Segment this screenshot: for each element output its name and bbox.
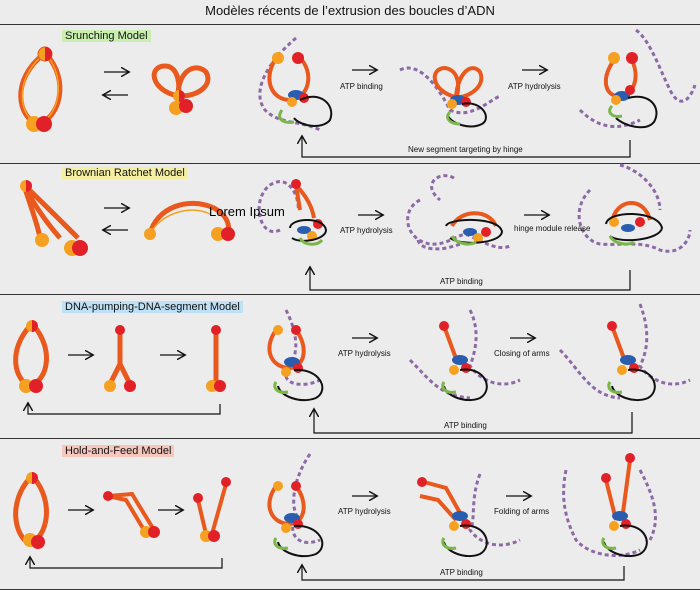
srunching-state-3 <box>578 28 697 129</box>
pumping-arrows <box>28 355 221 415</box>
model-title-srunching: Srunching Model <box>62 30 151 42</box>
reversible-arrows-2 <box>104 208 128 230</box>
step-label-2a: ATP hydrolysis <box>340 226 393 235</box>
overlay-text: Lorem Ipsum <box>209 204 285 219</box>
hold-state-1 <box>267 453 324 558</box>
brownian-open <box>20 180 88 256</box>
bottom-label-1: New segment targeting by hinge <box>408 145 523 154</box>
step-label-1a: ATP binding <box>340 82 383 91</box>
bottom-label-3: ATP binding <box>444 421 487 430</box>
model-title-dna-pumping: DNA-pumping-DNA-segment Model <box>62 301 243 313</box>
step-label-1b: ATP hydrolysis <box>508 82 561 91</box>
panel-dna-pumping <box>0 294 700 439</box>
pumping-state-1 <box>267 309 324 402</box>
brownian-bent <box>144 200 235 241</box>
step-label-3a: ATP hydrolysis <box>338 349 391 358</box>
srunching-state-2 <box>399 65 501 128</box>
page-title: Modèles récents de l’extrusion des boucl… <box>205 3 495 18</box>
pumping-state-3 <box>558 303 691 402</box>
pumping-ring <box>13 320 49 393</box>
brownian-state-2 <box>406 174 511 251</box>
hold-arrows <box>30 510 223 569</box>
srunching-folded <box>151 63 211 115</box>
panel-srunching <box>0 24 700 165</box>
srunching-ring <box>18 46 63 132</box>
step-arrows-2 <box>310 215 631 291</box>
srunching-state-1 <box>258 36 333 132</box>
step-label-2b: hinge module release <box>514 224 591 233</box>
pumping-rod <box>206 325 226 392</box>
step-arrows-1 <box>302 70 631 158</box>
model-title-brownian: Brownian Ratchet Model <box>62 167 188 179</box>
step-arrows-4 <box>302 496 625 581</box>
brownian-state-3 <box>577 163 692 253</box>
step-label-4a: ATP hydrolysis <box>338 507 391 516</box>
hold-state-3 <box>562 453 657 558</box>
step-label-3b: Closing of arms <box>494 349 550 358</box>
step-arrows-3 <box>314 338 633 434</box>
bottom-label-4: ATP binding <box>440 568 483 577</box>
bottom-label-2: ATP binding <box>440 277 483 286</box>
pumping-y <box>104 325 136 392</box>
panel-brownian <box>0 163 700 295</box>
hold-state-2 <box>417 473 521 558</box>
step-label-4b: Folding of arms <box>494 507 549 516</box>
brownian-state-1 <box>257 179 328 246</box>
hold-bent <box>103 491 160 538</box>
hold-v <box>193 477 231 542</box>
hold-ring <box>13 472 49 549</box>
reversible-arrows-1 <box>104 72 128 95</box>
pumping-state-2 <box>408 309 521 402</box>
model-title-hold-feed: Hold-and-Feed Model <box>62 445 175 457</box>
